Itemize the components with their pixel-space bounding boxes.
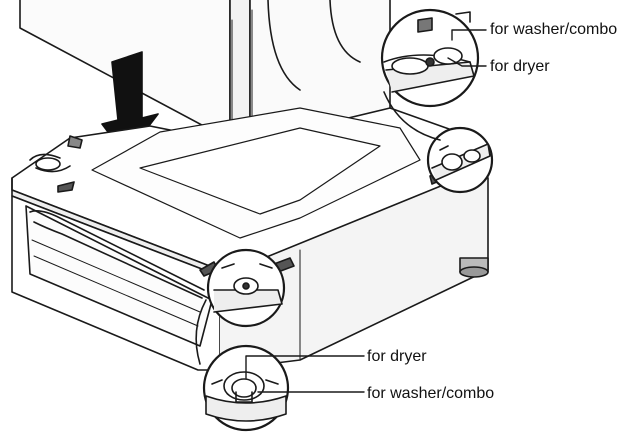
label-bottom-washer-combo: for washer/combo	[367, 385, 495, 402]
leader-top-dryer	[447, 57, 487, 67]
label-top-dryer: for dryer	[490, 58, 550, 75]
connector-line-top	[383, 91, 441, 141]
leader-bottom-dryer	[245, 355, 365, 379]
leader-top-washer	[451, 29, 487, 41]
label-top-washer-combo: for washer/combo	[490, 21, 618, 38]
zoom-circle-front	[206, 248, 286, 328]
pedestal-top	[11, 107, 481, 271]
zoom-circle-bottom	[202, 344, 290, 432]
pedestal-foot	[459, 257, 489, 278]
leader-lines	[245, 29, 487, 393]
zoom-circle-top	[380, 8, 480, 108]
connector-line-bottom	[195, 299, 207, 365]
zoom-circle-right	[426, 126, 494, 194]
pedestal-drawer	[11, 169, 489, 371]
label-bottom-dryer: for dryer	[367, 348, 427, 365]
